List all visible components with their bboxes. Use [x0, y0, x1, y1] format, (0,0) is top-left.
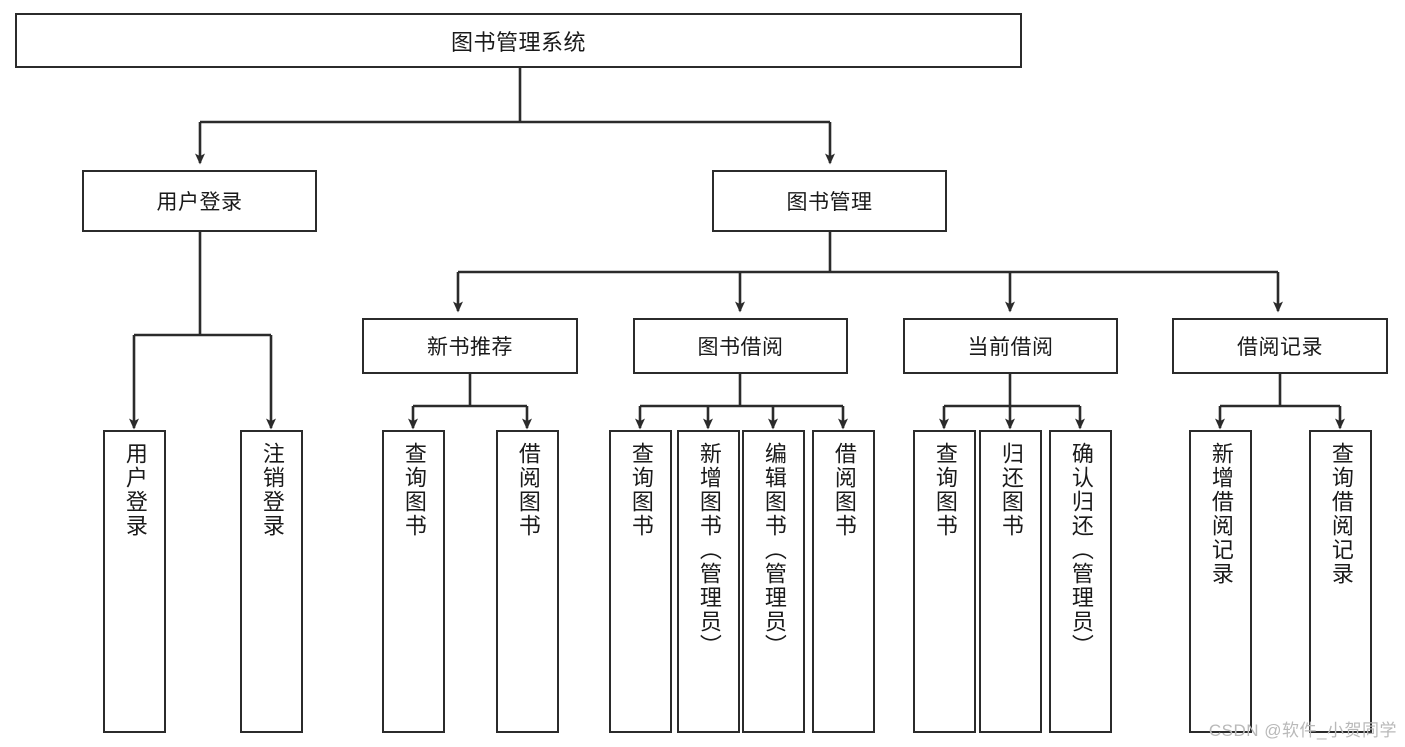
leaf-book-borrow-query[interactable]: 查询图书: [609, 430, 672, 733]
leaf-current-borrow-confirm[interactable]: 确认归还（管理员）: [1049, 430, 1112, 733]
leaf-label: 用户登录: [122, 442, 148, 538]
leaf-label: 编辑图书（管理员）: [761, 442, 787, 658]
leaf-label: 注销登录: [259, 442, 285, 538]
node-book-borrow[interactable]: 图书借阅: [633, 318, 848, 374]
leaf-label: 确认归还（管理员）: [1068, 442, 1094, 658]
leaf-label: 查询图书: [628, 442, 654, 538]
leaf-label: 新增借阅记录: [1208, 442, 1234, 586]
leaf-new-book-borrow[interactable]: 借阅图书: [496, 430, 559, 733]
leaf-borrow-record-query[interactable]: 查询借阅记录: [1309, 430, 1372, 733]
leaf-borrow-record-add[interactable]: 新增借阅记录: [1189, 430, 1252, 733]
leaf-book-borrow-borrow[interactable]: 借阅图书: [812, 430, 875, 733]
csdn-watermark: CSDN @软件_小贺同学: [1208, 721, 1397, 740]
leaf-label: 借阅图书: [831, 442, 857, 538]
node-borrow-record[interactable]: 借阅记录: [1172, 318, 1388, 374]
leaf-label: 查询图书: [401, 442, 427, 538]
leaf-label: 查询借阅记录: [1328, 442, 1354, 586]
node-root-system[interactable]: 图书管理系统: [15, 13, 1022, 68]
leaf-book-borrow-add[interactable]: 新增图书（管理员）: [677, 430, 740, 733]
node-book-management[interactable]: 图书管理: [712, 170, 947, 232]
leaf-user-login-logout[interactable]: 注销登录: [240, 430, 303, 733]
leaf-book-borrow-edit[interactable]: 编辑图书（管理员）: [742, 430, 805, 733]
leaf-label: 查询图书: [932, 442, 958, 538]
leaf-label: 借阅图书: [515, 442, 541, 538]
node-new-book-recommend[interactable]: 新书推荐: [362, 318, 578, 374]
leaf-current-borrow-query[interactable]: 查询图书: [913, 430, 976, 733]
node-current-borrow[interactable]: 当前借阅: [903, 318, 1118, 374]
leaf-current-borrow-return[interactable]: 归还图书: [979, 430, 1042, 733]
leaf-user-login-login[interactable]: 用户登录: [103, 430, 166, 733]
leaf-label: 新增图书（管理员）: [696, 442, 722, 658]
node-user-login[interactable]: 用户登录: [82, 170, 317, 232]
leaf-label: 归还图书: [998, 442, 1024, 538]
leaf-new-book-query[interactable]: 查询图书: [382, 430, 445, 733]
